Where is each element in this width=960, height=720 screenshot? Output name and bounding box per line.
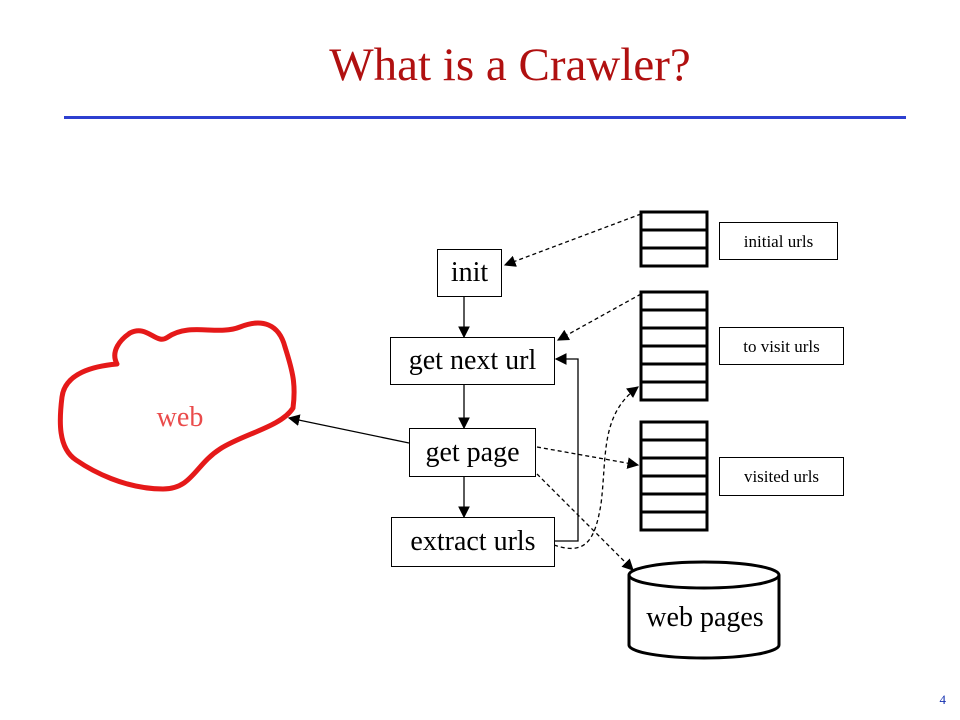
title-underline — [64, 116, 906, 119]
dashed-arrow-initial-urls-to-init — [503, 213, 642, 267]
queue-label-initial-urls: initial urls — [719, 222, 838, 260]
queue-visited-urls — [639, 420, 709, 532]
step-get-next-url: get next url — [390, 337, 555, 385]
dashed-arrow-extract-urls-to-to-visit-urls — [553, 386, 639, 550]
page-number: 4 — [939, 692, 947, 707]
dashed-arrow-to-visit-urls-to-get-next-url — [556, 293, 642, 341]
dashed-arrow-get-page-to-visited-urls — [536, 446, 640, 469]
queue-label-to-visit-urls: to visit urls — [719, 327, 844, 365]
queue-label-visited-urls: visited urls — [719, 457, 844, 496]
step-extract-urls: extract urls — [391, 517, 555, 567]
queue-to-visit-urls — [639, 290, 709, 402]
web-cloud-outline — [57, 320, 297, 492]
dashed-arrow-get-page-to-web-pages — [536, 473, 634, 571]
web-label: web — [156, 402, 204, 433]
step-get-page: get page — [409, 428, 536, 477]
queue-initial-urls — [639, 210, 709, 268]
arrow-get-page-to-web — [287, 414, 410, 444]
web-pages-label: web pages — [646, 602, 764, 633]
slide-title: What is a Crawler? — [329, 39, 691, 91]
arrow-extract-urls-loop-back — [554, 353, 579, 542]
step-init: init — [437, 249, 502, 297]
web-pages-database — [627, 560, 781, 660]
